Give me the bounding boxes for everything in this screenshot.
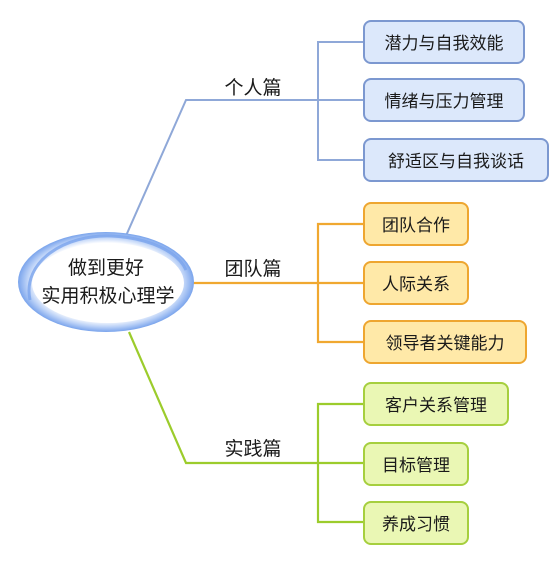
node-relationships[interactable] xyxy=(363,261,469,305)
node-goal-management-label: 目标管理 xyxy=(382,456,450,476)
center-ring-sweep xyxy=(27,234,188,301)
branch-practice: 实践篇 客户关系管理 目标管理 养成习惯 xyxy=(127,331,509,545)
branch-personal: 个人篇 潜力与自我效能 情绪与压力管理 舒适区与自我谈话 xyxy=(124,20,549,239)
branch-team-label: 团队篇 xyxy=(224,258,281,280)
center-node[interactable]: 做到更好 实用积极心理学 xyxy=(18,232,194,332)
center-fill xyxy=(32,243,184,323)
node-potential-efficacy-label: 潜力与自我效能 xyxy=(385,34,504,54)
node-comfort-zone[interactable] xyxy=(363,138,549,182)
node-leadership[interactable] xyxy=(363,320,527,364)
branch-team: 团队篇 团队合作 人际关系 领导者关键能力 xyxy=(190,202,527,364)
node-teamwork[interactable] xyxy=(363,202,469,246)
node-customer-relations[interactable] xyxy=(363,382,509,426)
branch-practice-connector xyxy=(127,331,318,465)
center-title-line2: 实用积极心理学 xyxy=(41,285,174,307)
branch-personal-connector xyxy=(124,99,318,239)
node-habits[interactable] xyxy=(363,501,469,545)
branch-personal-fork xyxy=(317,41,364,161)
node-relationships-label: 人际关系 xyxy=(382,275,450,295)
node-habits-label: 养成习惯 xyxy=(382,515,450,535)
node-leadership-label: 领导者关键能力 xyxy=(386,334,505,354)
node-potential-efficacy[interactable] xyxy=(363,20,525,64)
node-customer-relations-label: 客户关系管理 xyxy=(385,396,487,416)
branch-practice-fork xyxy=(316,402,364,524)
node-teamwork-label: 团队合作 xyxy=(382,216,450,236)
branch-practice-label: 实践篇 xyxy=(224,438,281,460)
node-comfort-zone-label: 舒适区与自我谈话 xyxy=(388,152,524,172)
center-title-line1: 做到更好 xyxy=(68,257,144,279)
branch-personal-label: 个人篇 xyxy=(224,77,281,99)
node-goal-management[interactable] xyxy=(363,442,469,486)
node-emotion-stress-label: 情绪与压力管理 xyxy=(385,92,504,112)
node-emotion-stress[interactable] xyxy=(363,78,525,122)
branch-team-fork xyxy=(316,222,364,344)
